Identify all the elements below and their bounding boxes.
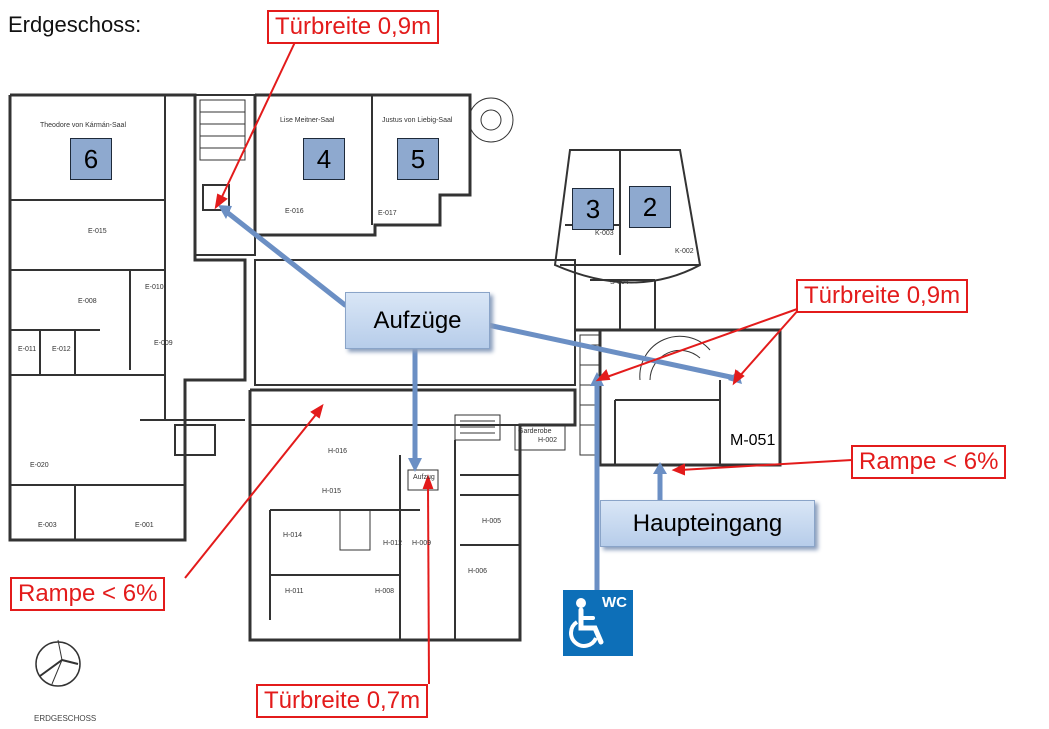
room-label: Theodore von Kármán-Saal [40, 122, 126, 129]
room-label: E-015 [88, 228, 107, 235]
room-number-2: 2 [629, 186, 671, 228]
room-label: E-009 [154, 340, 173, 347]
room-label: E-001 [135, 522, 154, 529]
red-arrows [184, 39, 853, 685]
room-label: H-006 [468, 568, 488, 575]
room-label: H-015 [322, 488, 342, 495]
ramp-label-left: Rampe < 6% [10, 577, 166, 611]
accessible-wc-sign: WC [563, 590, 633, 656]
room-label: K-002 [675, 248, 694, 255]
wheelchair-icon [569, 598, 604, 648]
elevators-label: Aufzüge [345, 292, 490, 349]
compass [35, 639, 81, 687]
room-label: E-003 [38, 522, 57, 529]
door-width-label-bottom: Türbreite 0,7m [256, 684, 429, 718]
room-label: H-014 [283, 532, 303, 539]
room-label: H-008 [375, 588, 395, 595]
room-label: H-011 [285, 588, 304, 595]
room-number-4: 4 [303, 138, 345, 180]
room-number-3: 3 [572, 188, 614, 230]
room-label: H-005 [482, 518, 502, 525]
room-label: H-002 [538, 437, 558, 444]
room-label: E-010 [145, 284, 164, 291]
door-width-label-right: Türbreite 0,9m [796, 279, 969, 313]
blue-arrows [218, 205, 742, 593]
room-label: Garderobe [518, 428, 552, 435]
room-label: Lise Meitner-Saal [280, 117, 335, 124]
room-label: K-003 [595, 230, 614, 237]
room-label: E-012 [52, 346, 71, 353]
room-number-5: 5 [397, 138, 439, 180]
room-label: E-020 [30, 462, 49, 469]
walls [8, 93, 782, 642]
room-label: E-016 [285, 208, 304, 215]
room-label: M-051 [730, 432, 776, 449]
room-label: E-017 [378, 210, 397, 217]
main-entrance-label: Haupteingang [600, 500, 815, 547]
ramp-label-right: Rampe < 6% [851, 445, 1007, 479]
door-width-label-top: Türbreite 0,9m [267, 10, 440, 44]
room-label: S-004 [610, 279, 629, 286]
room-number-6: 6 [70, 138, 112, 180]
wc-label: WC [602, 594, 627, 611]
room-label: H-012 [383, 540, 403, 547]
floor-footer-label: ERDGESCHOSS [34, 714, 97, 723]
floor-title: Erdgeschoss: [8, 12, 142, 37]
room-label: Aufzug [413, 474, 435, 481]
room-label: Justus von Liebig-Saal [382, 117, 453, 124]
room-label: H-009 [412, 540, 432, 547]
room-label: E-011 [18, 346, 37, 353]
room-label: H-016 [328, 448, 348, 455]
room-label: E-008 [78, 298, 97, 305]
